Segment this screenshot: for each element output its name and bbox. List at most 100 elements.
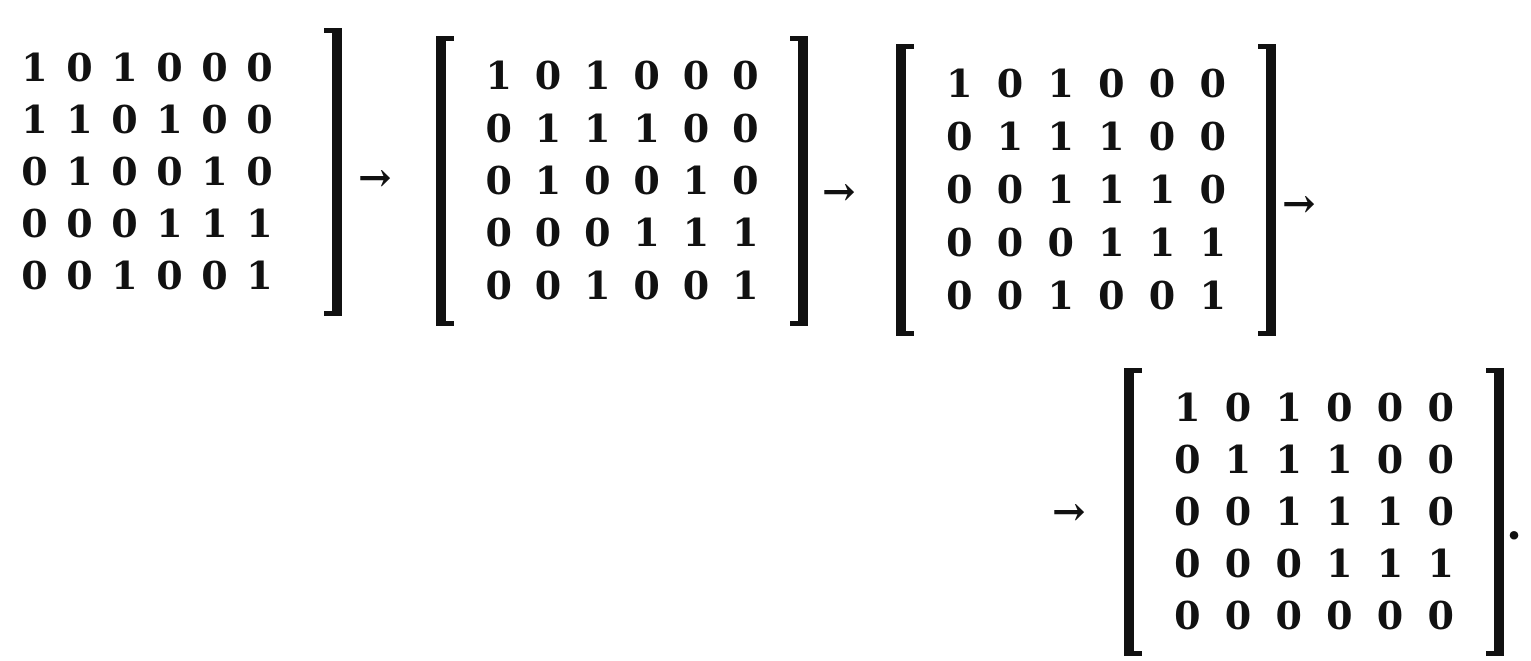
- matrix-cell: 0: [682, 105, 710, 151]
- end-period: .: [1506, 496, 1523, 550]
- matrix-cell: 1: [996, 114, 1024, 160]
- matrix-cell: 0: [66, 201, 93, 246]
- matrix-cell: 0: [946, 272, 973, 318]
- matrix-cell: 0: [946, 219, 973, 265]
- matrix-cell: 0: [1326, 385, 1353, 430]
- matrix-cell: 0: [996, 219, 1024, 265]
- matrix-cell: 0: [996, 61, 1024, 107]
- matrix-cell: 0: [1326, 593, 1353, 638]
- matrix-cell: 0: [1098, 61, 1125, 107]
- arrow-4: →: [1052, 488, 1086, 535]
- matrix-2-right-bracket: [790, 36, 808, 326]
- matrix-cell: 1: [1275, 385, 1302, 430]
- matrix-cell: 1: [534, 157, 562, 203]
- matrix-cell: 0: [1199, 61, 1226, 107]
- matrix-cell: 0: [1174, 437, 1201, 482]
- matrix-cell: 0: [1047, 219, 1074, 265]
- matrix-cell: 1: [111, 253, 138, 298]
- matrix-cell: 1: [1199, 272, 1226, 318]
- matrix-3-left-bracket: [896, 44, 914, 336]
- matrix-cell: 1: [633, 210, 660, 256]
- matrix-cell: 1: [1326, 489, 1353, 534]
- matrix-cell: 1: [1047, 166, 1074, 212]
- matrix-cell: 0: [1376, 437, 1404, 482]
- matrix-cell: 1: [21, 97, 48, 142]
- matrix-cell: 1: [1174, 385, 1201, 430]
- matrix-cell: 1: [732, 210, 759, 256]
- matrix-4-right-bracket: [1486, 368, 1504, 656]
- matrix-cell: 0: [485, 262, 512, 308]
- matrix-cell: 1: [1275, 489, 1302, 534]
- matrix-cell: 0: [156, 253, 183, 298]
- matrix-cell: 0: [584, 210, 611, 256]
- matrix-cell: 0: [633, 157, 660, 203]
- matrix-cell: 0: [1427, 437, 1454, 482]
- matrix-cell: 1: [66, 97, 93, 142]
- matrix-cell: 0: [246, 45, 273, 90]
- matrix-cell: 1: [1047, 114, 1074, 160]
- arrow-2: →: [822, 168, 856, 215]
- matrix-cell: 1: [201, 149, 228, 194]
- matrix-cell: 0: [732, 157, 759, 203]
- matrix-cell: 0: [246, 149, 273, 194]
- matrix-cell: 0: [534, 210, 562, 256]
- matrix-cell: 0: [1199, 166, 1226, 212]
- matrix-cell: 1: [1275, 437, 1302, 482]
- matrix-cell: 0: [996, 272, 1024, 318]
- matrix-cell: 0: [1427, 489, 1454, 534]
- matrix-cell: 0: [682, 262, 710, 308]
- matrix-cell: 0: [156, 45, 183, 90]
- matrix-cell: 1: [1098, 166, 1125, 212]
- matrix-cell: 1: [246, 253, 273, 298]
- matrix-cell: 1: [633, 105, 660, 151]
- matrix-cell: 1: [682, 210, 710, 256]
- matrix-cell: 0: [485, 157, 512, 203]
- matrix-cell: 0: [1199, 114, 1226, 160]
- matrix-cell: 1: [584, 262, 611, 308]
- arrow-1: →: [358, 154, 392, 201]
- matrix-cell: 1: [1326, 437, 1353, 482]
- matrix-cell: 1: [584, 53, 611, 99]
- matrix-cell: 0: [1174, 489, 1201, 534]
- matrix-cell: 1: [1098, 219, 1125, 265]
- matrix-cell: 0: [1224, 385, 1252, 430]
- matrix-cell: 1: [246, 201, 273, 246]
- matrix-cell: 0: [1224, 541, 1252, 586]
- matrix-cell: 0: [732, 105, 759, 151]
- matrix-cell: 1: [682, 157, 710, 203]
- matrix-cell: 0: [1148, 61, 1176, 107]
- matrix-cell: 1: [1376, 489, 1404, 534]
- matrix-1-right-bracket: [324, 28, 342, 316]
- matrix-cell: 0: [21, 149, 48, 194]
- matrix-cell: 1: [156, 97, 183, 142]
- matrix-cell: 0: [201, 253, 228, 298]
- matrix-cell: 1: [1047, 272, 1074, 318]
- matrix-cell: 0: [1148, 272, 1176, 318]
- matrix-cell: 0: [946, 166, 973, 212]
- matrix-cell: 0: [996, 166, 1024, 212]
- matrix-cell: 0: [1224, 593, 1252, 638]
- matrix-cell: 0: [682, 53, 710, 99]
- matrix-cell: 0: [66, 45, 93, 90]
- matrix-cell: 0: [246, 97, 273, 142]
- matrix-cell: 0: [534, 53, 562, 99]
- matrix-cell: 0: [111, 201, 138, 246]
- matrix-cell: 0: [1427, 385, 1454, 430]
- matrix-cell: 1: [1199, 219, 1226, 265]
- matrix-cell: 0: [156, 149, 183, 194]
- matrix-cell: 1: [1376, 541, 1404, 586]
- matrix-cell: 1: [1427, 541, 1454, 586]
- matrix-cell: 0: [1098, 272, 1125, 318]
- matrix-cell: 0: [633, 53, 660, 99]
- matrix-cell: 0: [21, 253, 48, 298]
- matrix-cell: 0: [485, 105, 512, 151]
- matrix-cell: 1: [946, 61, 973, 107]
- matrix-cell: 1: [1326, 541, 1353, 586]
- matrix-cell: 0: [111, 97, 138, 142]
